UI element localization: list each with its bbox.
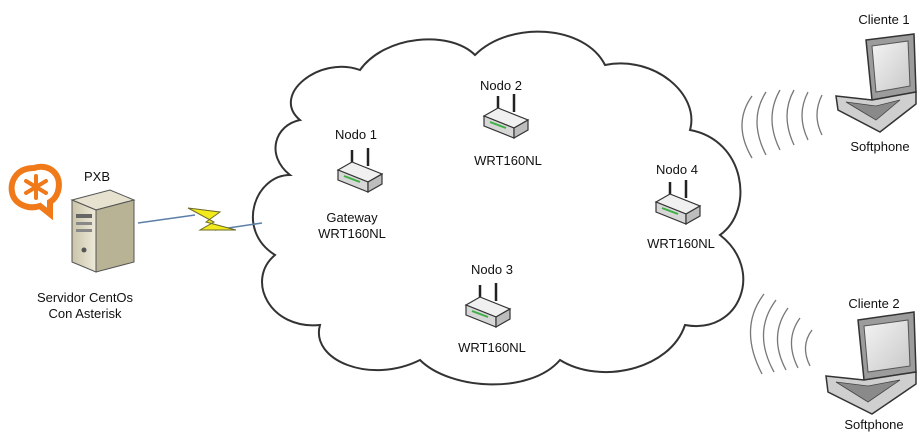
- router-icon-nodo-4: [654, 180, 702, 226]
- node-1-label: Nodo 1: [335, 127, 377, 142]
- server-caption-line-1: Servidor CentOs: [36, 290, 134, 305]
- node-2-model: WRT160NL: [474, 153, 542, 168]
- client-2-app: Softphone: [844, 417, 904, 432]
- laptop-icon-cliente-2: [825, 311, 917, 415]
- wifi-waves-icon-cliente-2: [749, 293, 813, 375]
- lightning-bolt: [187, 207, 237, 231]
- network-cloud: [251, 30, 745, 386]
- laptop-icon-cliente-1: [835, 33, 917, 133]
- wifi-waves-icon-cliente-1: [741, 89, 823, 159]
- node-1-sublabel: Gateway: [326, 210, 378, 225]
- server-tower-icon: [70, 189, 136, 273]
- router-icon-nodo-2: [482, 94, 530, 140]
- node-2-label: Nodo 2: [480, 78, 522, 93]
- node-3-model: WRT160NL: [458, 340, 526, 355]
- node-1-model: WRT160NL: [318, 226, 386, 241]
- client-1-app: Softphone: [850, 139, 910, 154]
- router-icon-nodo-1: [336, 148, 384, 194]
- server-caption-line-2: Con Asterisk: [48, 306, 122, 321]
- node-4-model: WRT160NL: [647, 236, 715, 251]
- server-title: PXB: [84, 169, 111, 184]
- node-3-label: Nodo 3: [471, 262, 513, 277]
- asterisk-logo-icon: [8, 163, 62, 221]
- link-line-top: [137, 214, 196, 224]
- node-4-label: Nodo 4: [656, 162, 698, 177]
- router-icon-nodo-3: [464, 283, 512, 329]
- client-2-label: Cliente 2: [848, 296, 900, 311]
- client-1-label: Cliente 1: [858, 12, 910, 27]
